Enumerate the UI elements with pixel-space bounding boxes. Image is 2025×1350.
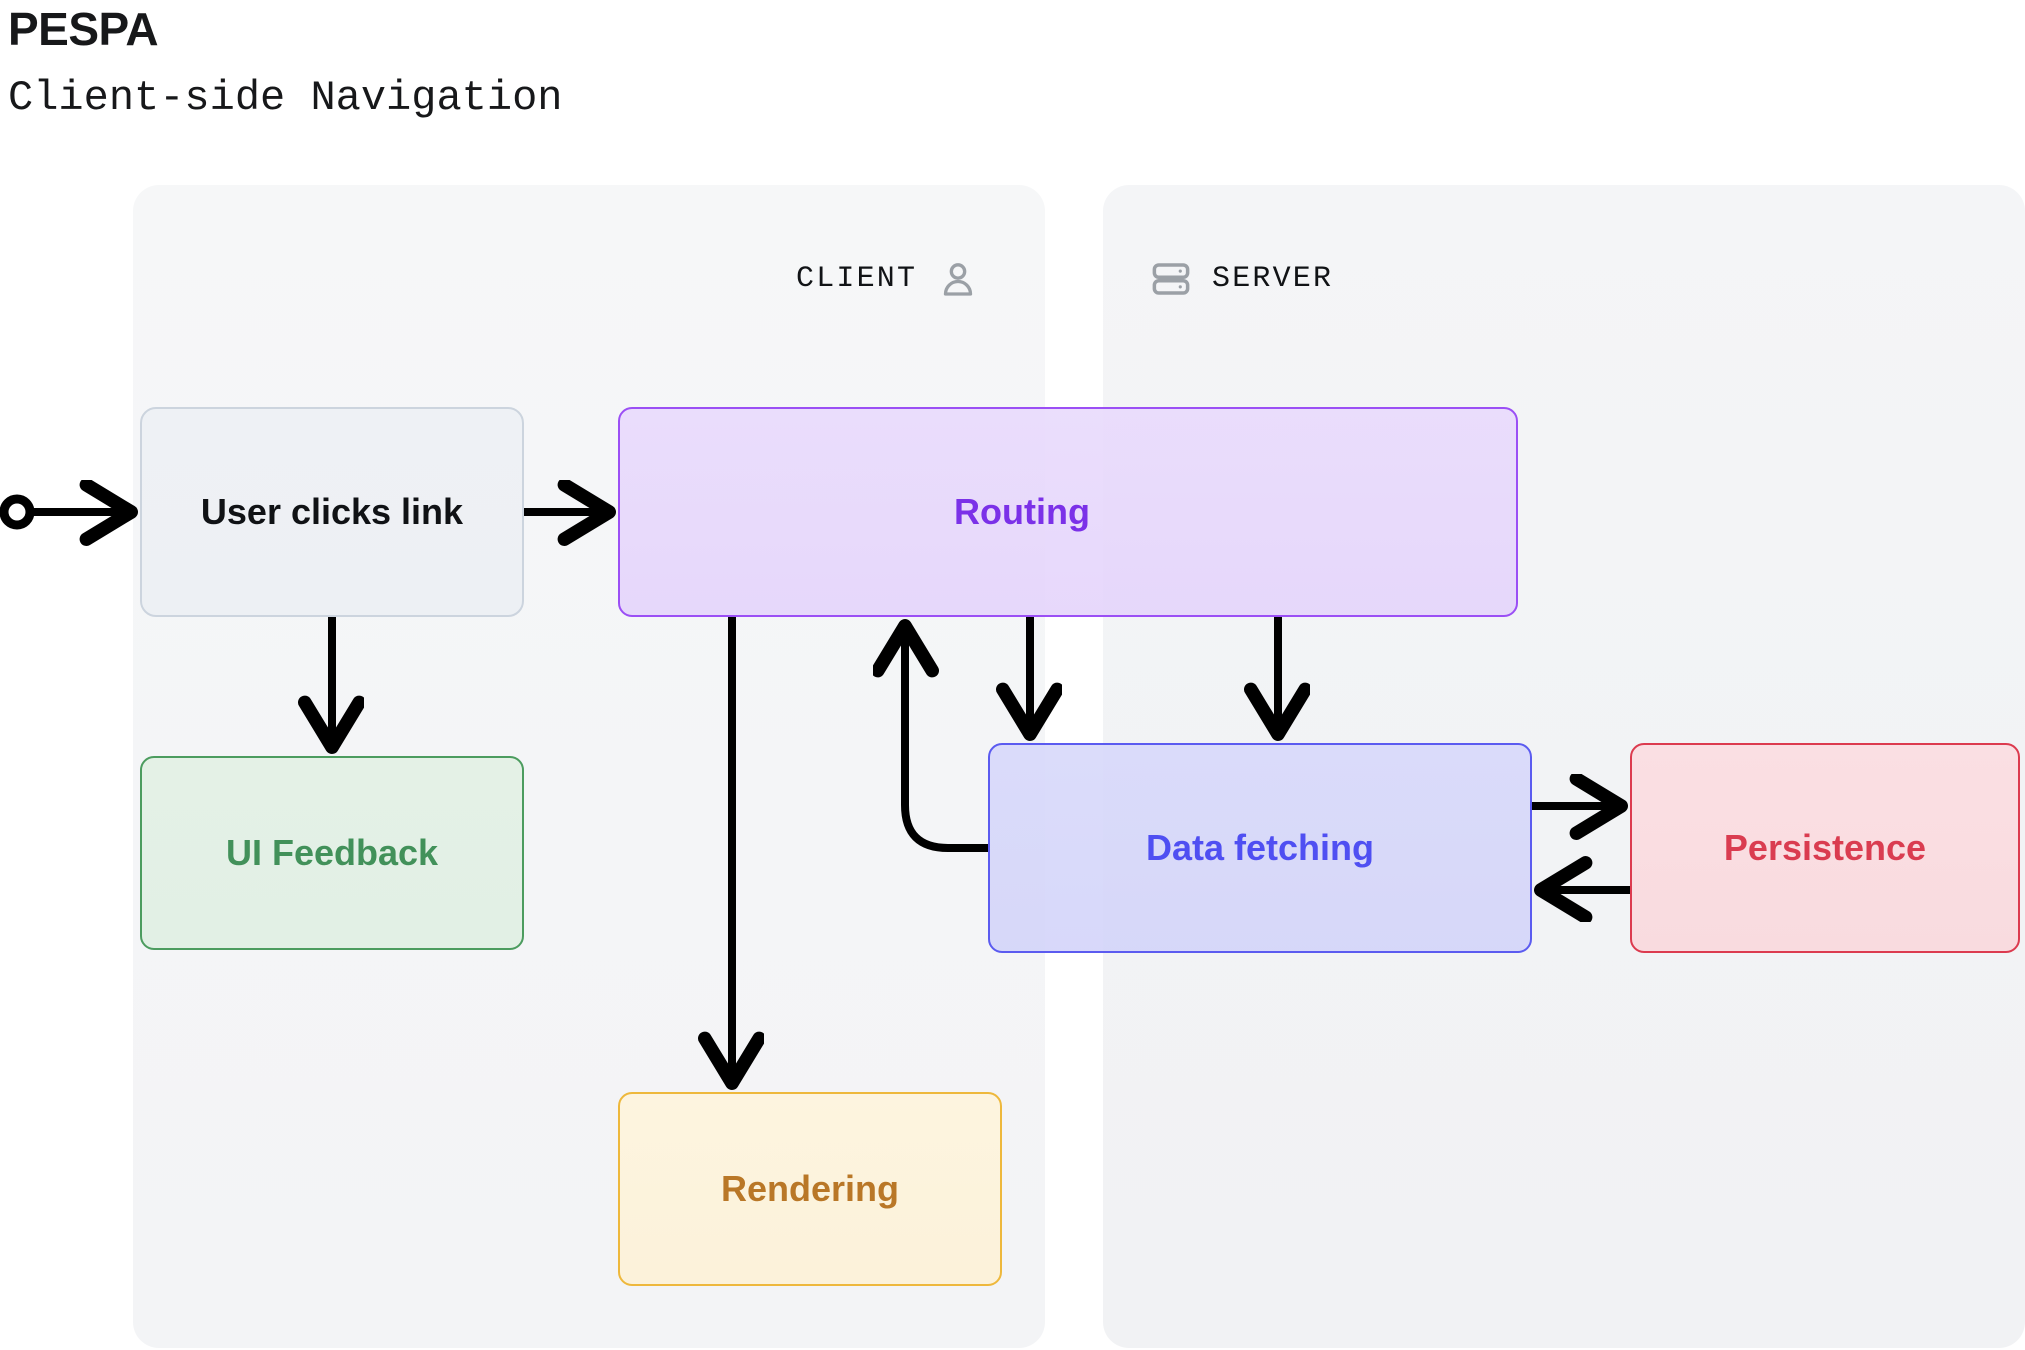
node-ui-feedback[interactable]: UI Feedback xyxy=(140,756,524,950)
lane-header-client: CLIENT xyxy=(796,256,981,302)
node-rendering[interactable]: Rendering xyxy=(618,1092,1002,1286)
node-persistence[interactable]: Persistence xyxy=(1630,743,2020,953)
node-label: Rendering xyxy=(720,1167,899,1209)
lane-label-client: CLIENT xyxy=(796,262,918,296)
user-icon xyxy=(935,256,981,302)
node-label: Routing xyxy=(954,490,1090,532)
node-data-fetching[interactable]: Data fetching xyxy=(988,743,1532,953)
node-user-clicks-link[interactable]: User clicks link xyxy=(140,407,524,617)
node-label: UI Feedback xyxy=(225,831,439,873)
node-label: User clicks link xyxy=(200,490,464,532)
server-icon xyxy=(1148,256,1194,302)
page-title: PESPA xyxy=(8,3,159,55)
node-label: Data fetching xyxy=(1145,826,1375,868)
lane-header-server: SERVER xyxy=(1148,256,1333,302)
page-subtitle: Client-side Navigation xyxy=(8,74,563,122)
node-label: Persistence xyxy=(1723,826,1927,868)
lane-label-server: SERVER xyxy=(1212,262,1334,296)
node-routing[interactable]: Routing xyxy=(618,407,1518,617)
edge-start-dot xyxy=(0,494,35,530)
